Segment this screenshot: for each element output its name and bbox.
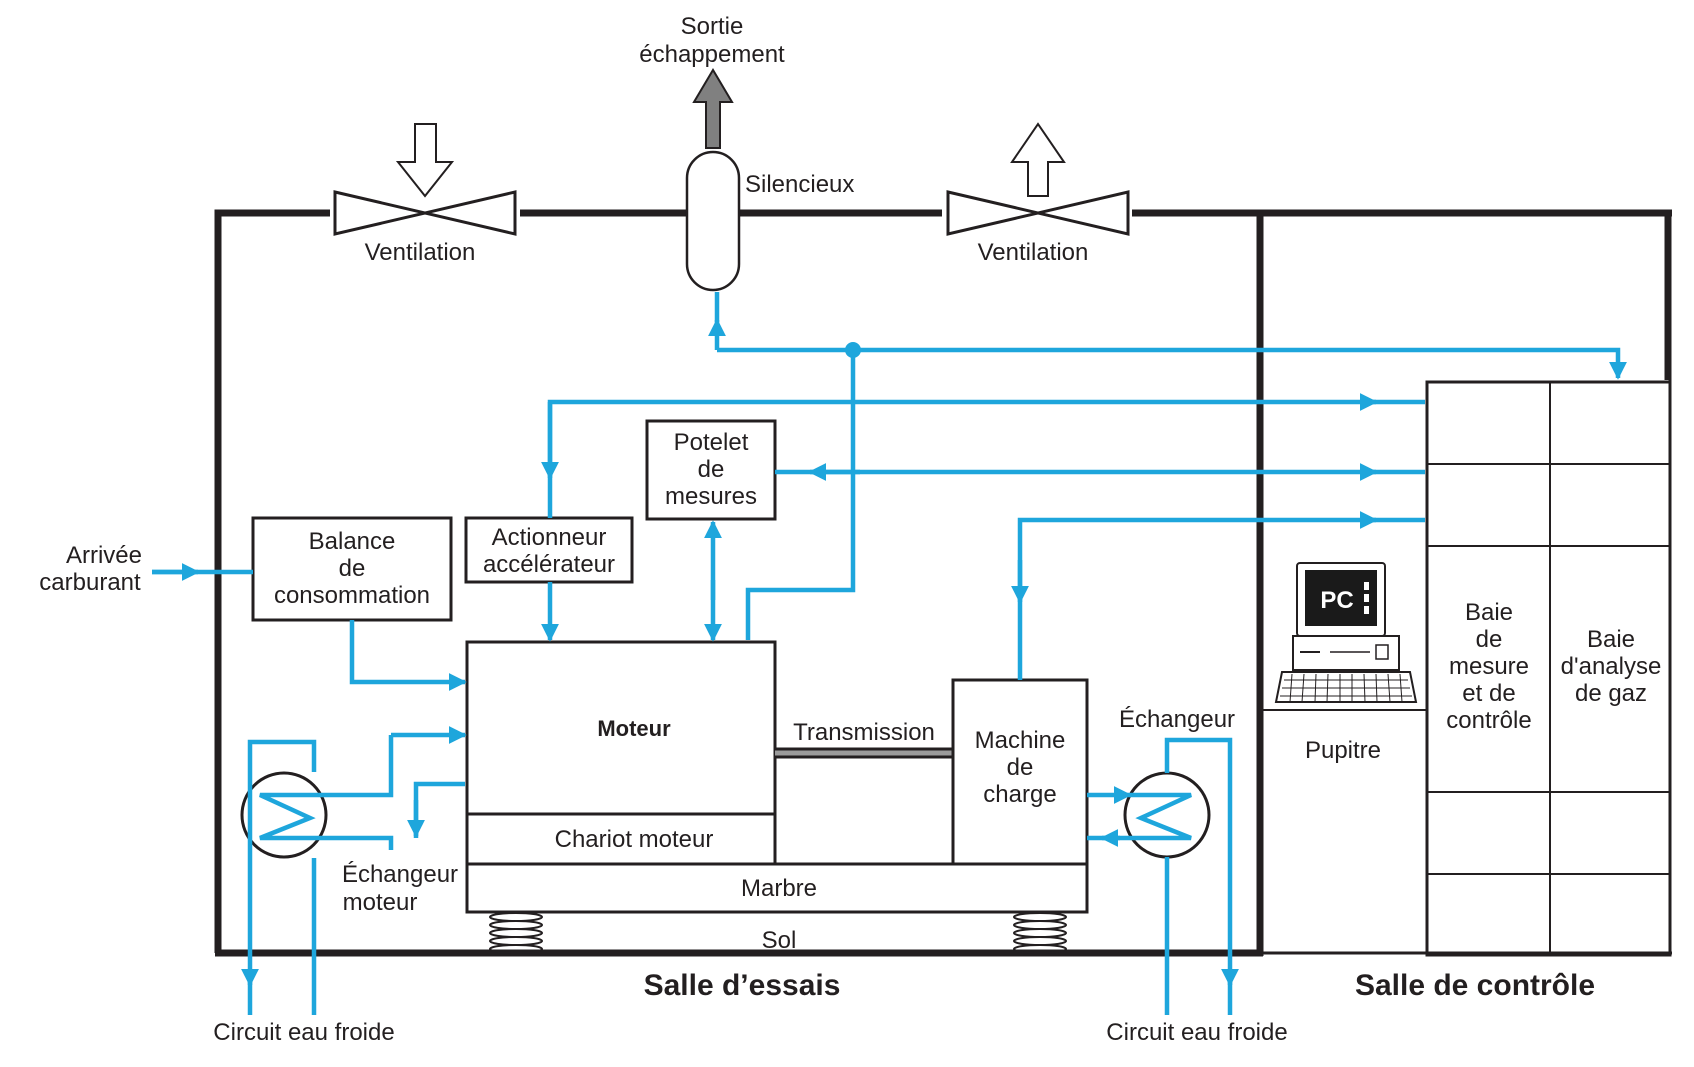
rack-measure-label-line4: et de [1462,680,1515,707]
rack-grid [1260,380,1672,957]
engine-cart-label: Chariot moteur [555,826,714,853]
spring-left [489,912,543,954]
engine-heat-exchanger [240,771,328,859]
cold-water-right-label: Circuit eau froide [1106,1019,1287,1046]
room-walls [214,209,1672,957]
desk-label: Pupitre [1305,737,1381,764]
engine-exchanger-label-line2: moteur [343,889,418,916]
rack-measure-label-line5: contrôle [1446,707,1531,734]
balance-label-line1: Balance [309,528,396,555]
load-machine-label-line2: de [1007,754,1034,781]
potelet-box [645,419,777,521]
exhaust-label-line2: échappement [639,41,785,68]
load-heat-exchanger [1123,771,1211,859]
load-exchanger-label: Échangeur [1119,706,1235,733]
transmission-shaft [775,747,953,759]
engine-label: Moteur [597,716,671,741]
pc-computer-icon [1274,562,1418,703]
balance-label-line3: consommation [274,582,430,609]
potelet-label-line2: de [698,456,725,483]
fuel-label-line1: Arrivée [66,542,142,569]
ventilation-inlet [333,123,517,236]
floor-label: Sol [762,927,797,954]
potelet-label-line1: Potelet [674,429,749,456]
pipe-junction-node [845,342,861,358]
rack-measure-label-line1: Baie [1465,599,1513,626]
rack-gas-label-line1: Baie [1587,626,1635,653]
marble-label: Marbre [741,875,817,902]
spring-right [1013,912,1067,954]
pc-label: PC [1320,587,1353,614]
engine-exchanger-label-line1: Échangeur [342,861,458,888]
balance-box [251,516,453,622]
silencer-label: Silencieux [745,171,854,198]
pipe-network [152,292,1627,1015]
load-machine-label-line3: charge [983,781,1056,808]
silencer [685,150,741,292]
balance-label-line2: de [339,555,366,582]
exhaust-arrow [692,68,734,149]
marble-slab [465,862,1089,914]
exhaust-label-line1: Sortie [681,13,744,40]
load-machine-label-line1: Machine [975,727,1066,754]
fuel-label-line2: carburant [39,569,141,596]
actuator-label-line2: accélérateur [483,551,615,578]
ventilation-inlet-label: Ventilation [365,239,476,266]
control-room-title: Salle de contrôle [1355,969,1595,1002]
actuator-label-line1: Actionneur [492,524,607,551]
cold-water-left-label: Circuit eau froide [213,1019,394,1046]
test-room-title: Salle d’essais [644,969,841,1002]
rack-gas-label-line3: de gaz [1575,680,1647,707]
rack-gas-label-line2: d'analyse [1561,653,1662,680]
transmission-label: Transmission [793,719,935,746]
rack-measure-label-line3: mesure [1449,653,1529,680]
load-machine-box [951,678,1089,866]
ventilation-outlet [946,122,1130,236]
rack-measure-label-line2: de [1476,626,1503,653]
potelet-label-line3: mesures [665,483,757,510]
ventilation-outlet-label: Ventilation [978,239,1089,266]
